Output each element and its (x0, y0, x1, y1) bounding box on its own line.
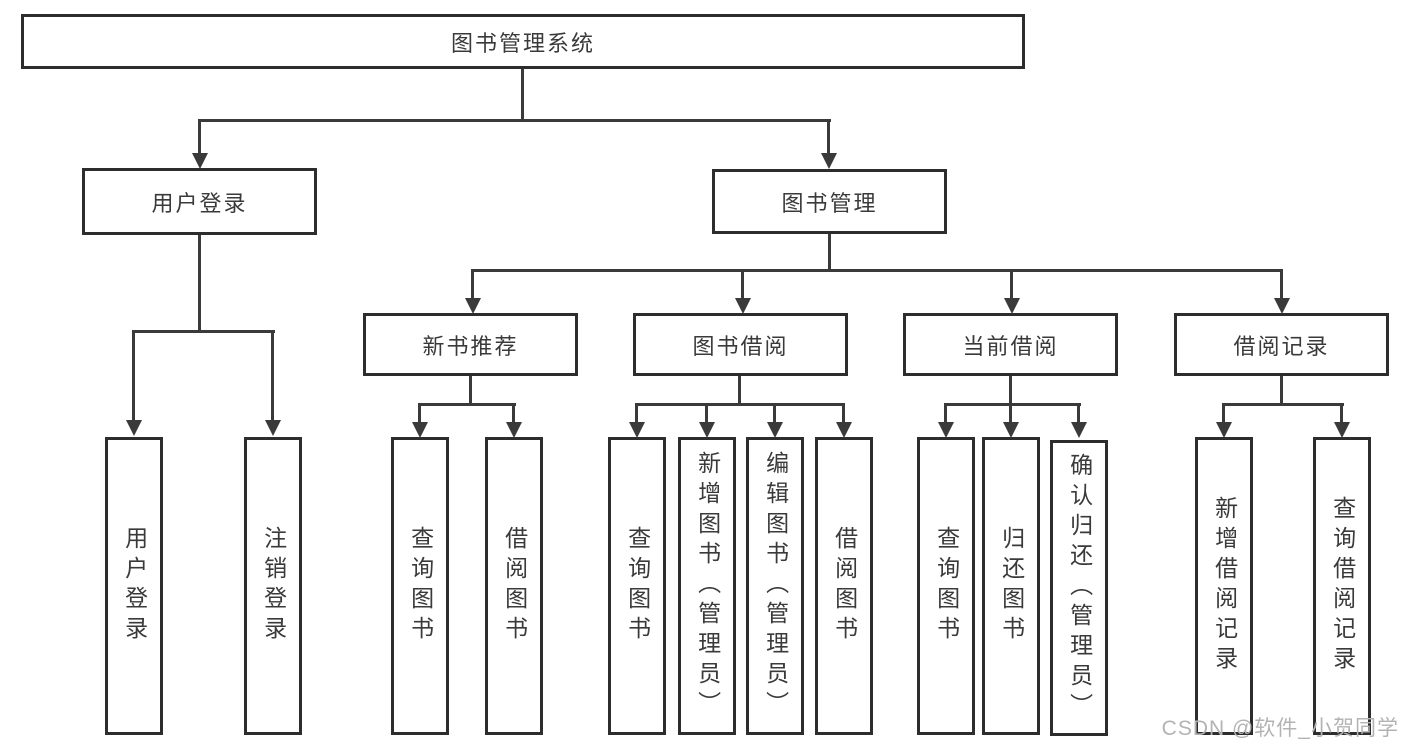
arrow-down-icon (412, 422, 428, 438)
arrow-down-icon (126, 420, 142, 436)
connector-line (738, 376, 741, 405)
node-book-borrow: 图书借阅 (633, 313, 848, 376)
leaf-logout-label: 注销登录 (260, 526, 287, 646)
connector-line (521, 69, 524, 119)
leaf-query-books-current: 查询图书 (917, 437, 975, 735)
connector-line (198, 119, 201, 155)
connector-line (1009, 376, 1012, 405)
connector-line (1222, 403, 1225, 424)
connector-line (1280, 269, 1283, 300)
leaf-query-books-borrow-label: 查询图书 (624, 526, 651, 646)
connector-line (471, 269, 474, 300)
leaf-query-borrow-record: 查询借阅记录 (1313, 437, 1371, 735)
connector-line (705, 403, 708, 424)
arrow-down-icon (1071, 422, 1087, 438)
node-book-management: 图书管理 (712, 169, 947, 234)
connector-line (635, 403, 845, 406)
connector-line (827, 119, 830, 155)
connector-line (198, 235, 201, 332)
leaf-return-books: 归还图书 (982, 437, 1040, 735)
leaf-query-books-recommend: 查询图书 (391, 437, 449, 735)
arrow-down-icon (506, 422, 522, 438)
node-user-login-label: 用户登录 (151, 190, 248, 216)
arrow-down-icon (1216, 422, 1232, 438)
connector-line (842, 403, 845, 424)
node-book-borrow-label: 图书借阅 (692, 333, 789, 359)
arrow-down-icon (1334, 422, 1350, 438)
arrow-down-icon (1004, 298, 1020, 314)
node-book-management-label: 图书管理 (781, 190, 878, 216)
connector-line (1077, 403, 1080, 424)
leaf-query-borrow-record-label: 查询借阅记录 (1329, 496, 1356, 676)
connector-line (418, 403, 421, 424)
connector-line (418, 403, 516, 406)
leaf-edit-books-admin-label: 编辑图书（管理员） (762, 451, 789, 721)
arrow-down-icon (629, 422, 645, 438)
leaf-query-books-recommend-label: 查询图书 (407, 526, 434, 646)
leaf-logout: 注销登录 (244, 437, 302, 735)
connector-line (198, 119, 831, 122)
arrow-down-icon (836, 422, 852, 438)
leaf-borrow-books-recommend: 借阅图书 (485, 437, 543, 735)
leaf-confirm-return-admin-label: 确认归还（管理员） (1066, 453, 1093, 723)
node-current-borrow: 当前借阅 (903, 313, 1118, 376)
csdn-watermark: CSDN @软件_小贺同学 (1161, 717, 1399, 740)
leaf-add-borrow-record-label: 新增借阅记录 (1211, 496, 1238, 676)
leaf-borrow-books-recommend-label: 借阅图书 (501, 526, 528, 646)
arrow-down-icon (265, 420, 281, 436)
node-new-book-recommend: 新书推荐 (363, 313, 578, 376)
leaf-add-books-admin-label: 新增图书（管理员） (694, 451, 721, 721)
node-user-login: 用户登录 (82, 168, 317, 235)
node-borrow-records-label: 借阅记录 (1233, 333, 1330, 359)
leaf-query-books-borrow: 查询图书 (608, 437, 666, 735)
connector-line (271, 330, 274, 422)
arrow-down-icon (465, 298, 481, 314)
connector-line (1340, 403, 1343, 424)
connector-line (132, 330, 135, 422)
node-root: 图书管理系统 (21, 14, 1025, 69)
leaf-user-login-label: 用户登录 (121, 526, 148, 646)
connector-line (469, 376, 472, 405)
connector-line (132, 330, 275, 333)
leaf-borrow-books-label: 借阅图书 (831, 526, 858, 646)
connector-line (512, 403, 515, 424)
arrow-down-icon (1003, 422, 1019, 438)
connector-line (1009, 403, 1012, 424)
connector-line (828, 234, 831, 271)
connector-line (944, 403, 947, 424)
arrow-down-icon (821, 153, 837, 169)
arrow-down-icon (735, 298, 751, 314)
leaf-query-books-current-label: 查询图书 (933, 526, 960, 646)
leaf-return-books-label: 归还图书 (998, 526, 1025, 646)
leaf-add-books-admin: 新增图书（管理员） (678, 437, 736, 735)
leaf-edit-books-admin: 编辑图书（管理员） (746, 437, 804, 735)
arrow-down-icon (192, 153, 208, 169)
leaf-borrow-books: 借阅图书 (815, 437, 873, 735)
connector-line (1010, 269, 1013, 300)
connector-line (471, 269, 1283, 272)
node-new-book-recommend-label: 新书推荐 (422, 333, 519, 359)
node-borrow-records: 借阅记录 (1174, 313, 1389, 376)
node-current-borrow-label: 当前借阅 (962, 333, 1059, 359)
connector-line (773, 403, 776, 424)
arrow-down-icon (767, 422, 783, 438)
leaf-add-borrow-record: 新增借阅记录 (1195, 437, 1253, 735)
connector-line (944, 403, 1081, 406)
connector-line (635, 403, 638, 424)
node-root-label: 图书管理系统 (450, 30, 595, 56)
connector-line (1280, 376, 1283, 405)
arrow-down-icon (1274, 298, 1290, 314)
arrow-down-icon (938, 422, 954, 438)
leaf-confirm-return-admin: 确认归还（管理员） (1050, 440, 1108, 736)
arrow-down-icon (699, 422, 715, 438)
connector-line (741, 269, 744, 300)
leaf-user-login: 用户登录 (105, 437, 163, 735)
connector-line (1222, 403, 1344, 406)
